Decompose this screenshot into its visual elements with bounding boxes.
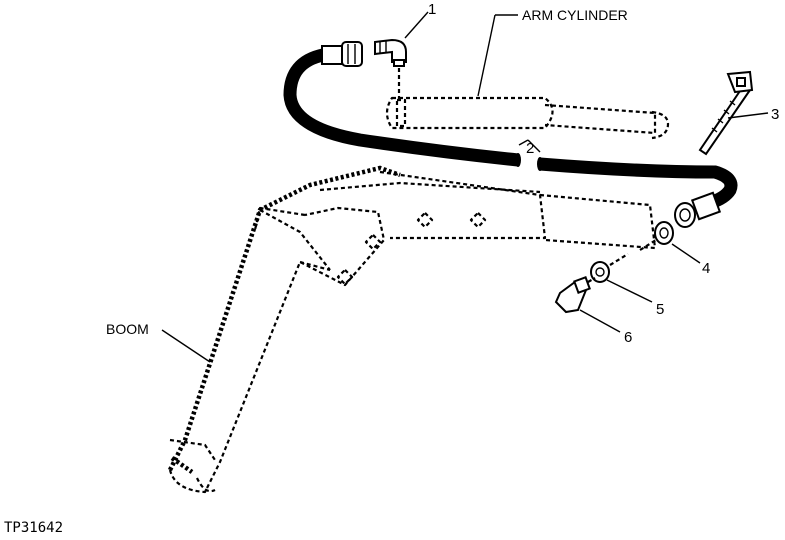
callout-6: 6 [624,329,632,346]
arm-cylinder-label: ARM CYLINDER [522,7,628,23]
boom [167,165,657,494]
hydraulic-hose [283,48,738,210]
callout-5: 5 [656,301,664,318]
callout-3: 3 [771,106,779,123]
fitting [554,276,596,314]
hose-fitting-lower [674,191,722,228]
hose-fitting-upper [321,41,363,67]
leader-lines [161,11,769,363]
callout-2: 2 [526,140,534,157]
clamp-strap [698,70,754,156]
callout-4: 4 [702,260,710,277]
arm-cylinder [385,96,670,140]
boom-label: BOOM [106,321,149,337]
elbow-fitting [374,38,407,100]
callout-1: 1 [428,1,436,18]
figure-code: TP31642 [4,520,63,536]
o-ring [590,253,629,283]
nut [639,221,674,251]
